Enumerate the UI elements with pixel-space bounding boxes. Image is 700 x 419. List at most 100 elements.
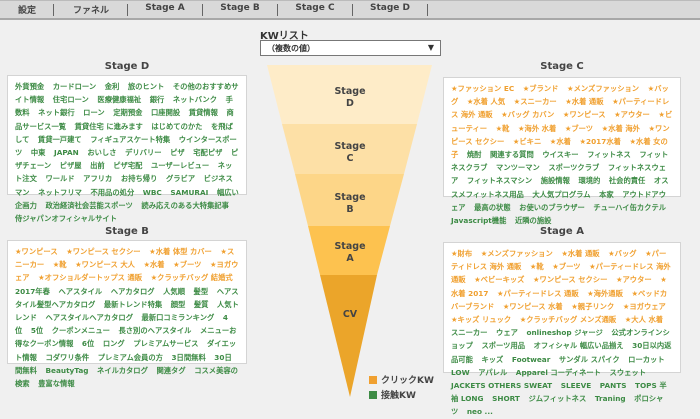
contact-keyword[interactable]: ピザ宅配 (113, 161, 143, 171)
click-keyword[interactable]: ★ベッドカバーブランド (451, 288, 668, 311)
contact-keyword[interactable]: 人気トレンド (15, 299, 239, 323)
contact-keyword[interactable]: お使いのブラウザー (519, 202, 585, 212)
click-keyword[interactable]: ★バッグ カバン (501, 110, 555, 120)
contact-keyword[interactable]: 定期預金 (113, 108, 143, 118)
contact-keyword[interactable]: オススメフィットネス用品 (451, 176, 669, 199)
contact-keyword[interactable]: お持ち帰り (120, 174, 158, 184)
contact-keyword[interactable]: プレミアム会員の方 (97, 352, 163, 362)
contact-keyword[interactable]: フィットネスマシン (466, 176, 533, 186)
contact-keyword[interactable]: ローカット (628, 354, 665, 364)
contact-keyword[interactable]: ネット銀行 (38, 108, 75, 118)
contact-keyword[interactable]: onlineshop ジャージ (526, 328, 603, 338)
funnel-stage-d[interactable] (267, 65, 432, 124)
click-keyword[interactable]: ★アウター (615, 275, 652, 285)
contact-keyword[interactable]: はじめてのかた (151, 121, 203, 131)
contact-keyword[interactable]: ネットフリマ (38, 187, 82, 197)
click-keyword[interactable]: ★海外通販 (587, 288, 623, 298)
contact-keyword[interactable]: 30日間無料 (15, 352, 232, 375)
click-keyword[interactable]: ★オフショルダートップス 通販 (38, 273, 143, 283)
contact-keyword[interactable]: ウイスキー (542, 150, 579, 160)
contact-keyword[interactable]: 6位 (81, 339, 95, 349)
contact-keyword[interactable]: スニーカー (451, 328, 488, 338)
contact-keyword[interactable]: オフィシャル 幅広い品揃え (533, 341, 624, 351)
click-keyword[interactable]: ★ブーツ (564, 123, 594, 133)
click-keyword[interactable]: ★水着 通販 (565, 97, 604, 107)
nav-stage-c[interactable]: Stage C (295, 3, 335, 13)
contact-keyword[interactable]: プレミアムサービス (133, 339, 199, 349)
click-keyword[interactable]: ★靴 (52, 260, 67, 270)
contact-keyword[interactable]: その他のおすすめサイト情報 (15, 82, 239, 105)
contact-keyword[interactable]: ジムフィットネス (528, 394, 587, 404)
contact-keyword[interactable]: 金利 (104, 82, 120, 91)
contact-keyword[interactable]: 顔型 (170, 299, 186, 309)
click-keyword[interactable]: ★クラッチバッグ メンズ通販 (519, 315, 617, 325)
click-keyword[interactable]: ★ワンピース 大人 (75, 260, 135, 270)
contact-keyword[interactable]: 30日以内返品可能 (451, 341, 672, 364)
contact-keyword[interactable]: アフリカ (83, 174, 113, 184)
click-keyword[interactable]: ★水着 (143, 260, 165, 270)
click-keyword[interactable]: ★ワンピース セクシー (451, 123, 670, 146)
funnel-cv[interactable] (320, 275, 377, 397)
contact-keyword[interactable]: ネット注文 (15, 161, 233, 184)
contact-keyword[interactable]: コスメ美容の検索 (15, 365, 238, 389)
contact-keyword[interactable]: ピザ屋 (59, 161, 82, 171)
contact-keyword[interactable]: チューハイ缶カクテル (593, 202, 667, 212)
contact-keyword[interactable]: 環境的 (578, 176, 601, 186)
contact-keyword[interactable]: 髪型 (193, 286, 209, 296)
click-keyword[interactable]: ★水着 体型 カバー (149, 247, 212, 256)
contact-keyword[interactable]: デリバリー (125, 148, 162, 158)
contact-keyword[interactable]: ダイエット情報 (15, 339, 237, 362)
contact-keyword[interactable]: 人気順 (163, 286, 185, 296)
contact-keyword[interactable]: を飛ばして (15, 121, 233, 144)
contact-keyword[interactable]: 豊富な情報 (38, 379, 75, 389)
nav-stage-d[interactable]: Stage D (369, 3, 410, 13)
contact-keyword[interactable]: 不用品の処分 (90, 187, 135, 197)
click-keyword[interactable]: ★ワンピース (15, 247, 58, 256)
click-keyword[interactable]: ★水着 2017 (451, 275, 667, 298)
contact-keyword[interactable]: スポーツクラブ (548, 163, 600, 173)
contact-keyword[interactable]: クーポンメニュー (51, 326, 110, 336)
contact-keyword[interactable]: フィギュアスケート特集 (90, 134, 171, 144)
contact-keyword[interactable]: ヘアスタイルヘアカタログ (45, 313, 133, 323)
contact-keyword[interactable]: 本家 (599, 189, 614, 199)
click-keyword[interactable]: ★スニーカー (15, 247, 235, 270)
contact-keyword[interactable]: フィットネスウェア (451, 163, 667, 186)
contact-keyword[interactable]: Apparel コーディネート (515, 367, 601, 377)
contact-keyword[interactable]: 政治経済社会芸能スポーツ (45, 200, 133, 210)
contact-keyword[interactable]: TOPS 半袖 LONG (451, 381, 667, 404)
contact-keyword[interactable]: 5位 (30, 326, 44, 336)
contact-keyword[interactable]: 住宅ローン (52, 95, 89, 105)
contact-keyword[interactable]: 髪質 (193, 299, 209, 309)
contact-keyword[interactable]: 旅のヒント (127, 82, 165, 91)
click-keyword[interactable]: ★パーティードレス 通販 (497, 288, 579, 298)
click-keyword[interactable]: ★水着 人気 (466, 97, 506, 107)
contact-keyword[interactable]: JAPAN (53, 148, 79, 158)
click-keyword[interactable]: ★ビキニ (512, 136, 542, 146)
contact-keyword[interactable]: コダワリ条件 (45, 352, 90, 362)
contact-keyword[interactable]: BeautyTag (45, 365, 89, 375)
contact-keyword[interactable]: 侍ジャパンオフィシャルサイト (15, 214, 118, 224)
click-keyword[interactable]: ★ブランド (522, 84, 559, 93)
contact-keyword[interactable]: アウトドアウェア (451, 189, 666, 212)
click-keyword[interactable]: ★ヨガウェア (622, 301, 666, 311)
contact-keyword[interactable]: 焼酎 (466, 150, 482, 160)
contact-keyword[interactable]: 社会的責任 (608, 176, 646, 186)
click-keyword[interactable]: ★アウター (614, 110, 650, 120)
contact-keyword[interactable]: スウェット (609, 367, 647, 377)
click-keyword[interactable]: ★靴 (495, 123, 510, 133)
contact-keyword[interactable]: SLEEVE (560, 381, 592, 391)
contact-keyword[interactable]: メニューお得なクーポン情報 (15, 326, 237, 349)
contact-keyword[interactable]: 最新口コミランキング (141, 313, 215, 323)
click-keyword[interactable]: ★バッグ (608, 249, 637, 258)
contact-keyword[interactable]: 口座開設 (150, 108, 181, 118)
contact-keyword[interactable]: 最高の状態 (474, 202, 511, 212)
click-keyword[interactable]: ★パーティードレス 海外 通販 (451, 97, 670, 120)
click-keyword[interactable]: ★海外 水着 (517, 123, 557, 133)
contact-keyword[interactable]: ヘアスタイル髪型ヘアカタログ (15, 286, 239, 309)
kw-list-dropdown[interactable]: （複数の値） ▼ (260, 40, 441, 56)
contact-keyword[interactable]: JACKETS OTHERS SWEAT (451, 381, 553, 391)
click-keyword[interactable]: ★ワンピース セクシー (533, 275, 608, 285)
click-keyword[interactable]: ★水着 通販 (561, 249, 600, 258)
contact-keyword[interactable]: スポーツ用品 (481, 341, 526, 351)
contact-keyword[interactable]: SHORT (492, 394, 520, 404)
